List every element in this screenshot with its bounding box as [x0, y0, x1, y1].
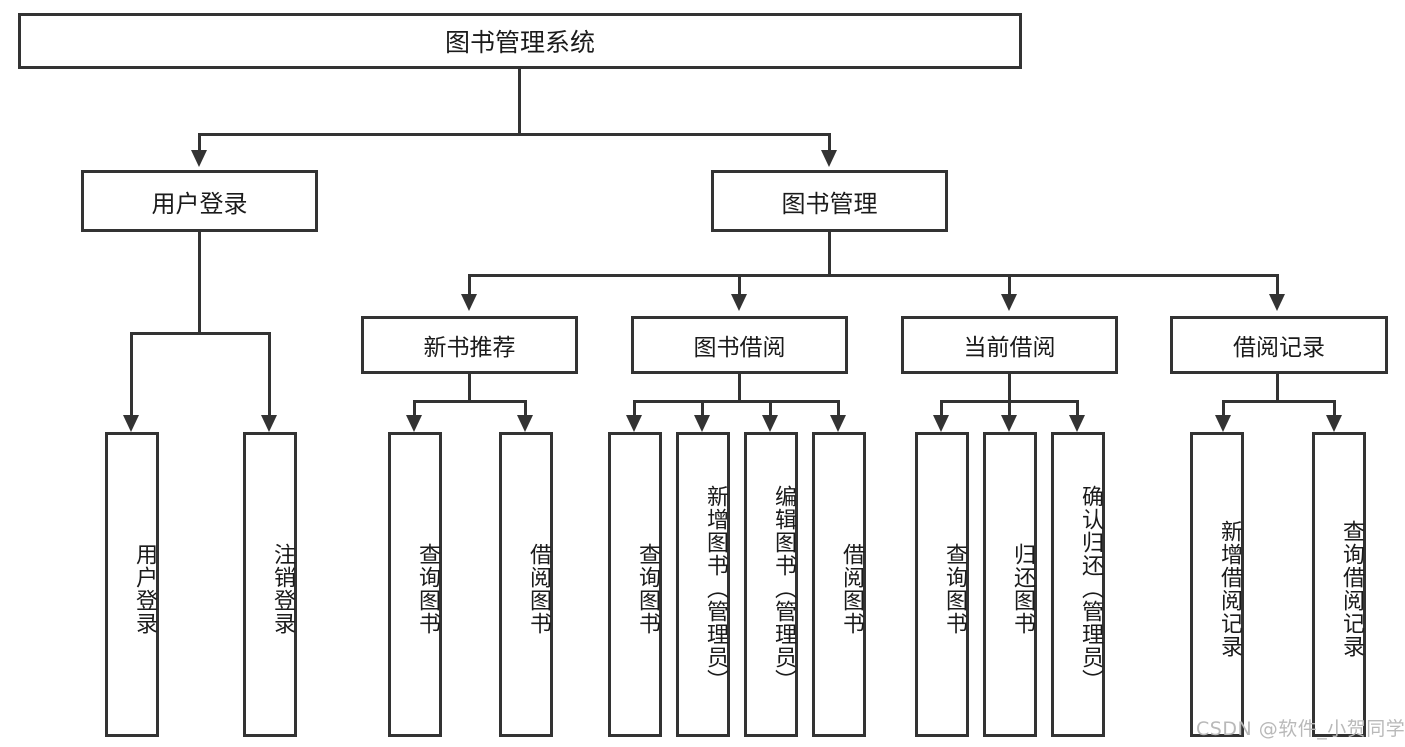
node-current-borrow[interactable]: 当前借阅 [901, 316, 1118, 374]
node-label: 编辑图书（管理员） [771, 485, 796, 692]
node-label: 图书管理 [781, 189, 878, 218]
arrowhead-leaf-return-book [1001, 415, 1017, 432]
arrowhead-leaf-logout [261, 415, 277, 432]
arrowhead-leaf-query-book-3 [933, 415, 949, 432]
arrowhead-leaf-borrow-book-2 [830, 415, 846, 432]
arrowhead-leaf-edit-book [762, 415, 778, 432]
connector-br-stem [1276, 374, 1279, 402]
connector-bb-stem [738, 374, 741, 402]
node-label: 查询图书 [942, 542, 967, 635]
connector-br-bus [1222, 400, 1336, 403]
connector-bb-drop-3 [769, 400, 772, 417]
arrowhead-book-manage [821, 150, 837, 167]
node-label: 归还图书 [1010, 542, 1035, 635]
connector-cb-drop-1 [940, 400, 943, 417]
connector-nbr-drop-2 [524, 400, 527, 417]
leaf-confirm-return[interactable]: 确认归还（管理员） [1051, 432, 1105, 737]
leaf-borrow-book[interactable]: 借阅图书 [812, 432, 866, 737]
node-label: 用户登录 [151, 189, 248, 218]
node-label: 图书借阅 [693, 335, 786, 361]
node-label: 图书管理系统 [444, 28, 595, 57]
node-label: 新书推荐 [423, 335, 516, 361]
node-label: 查询图书 [415, 542, 440, 635]
arrowhead-leaf-add-book [694, 415, 710, 432]
node-label: 用户登录 [132, 542, 157, 635]
node-label: 确认归还（管理员） [1078, 485, 1103, 692]
connector-root-bus [198, 133, 831, 136]
node-label: 查询借阅记录 [1339, 519, 1364, 658]
connector-bb-drop-4 [837, 400, 840, 417]
arrowhead-leaf-borrow-book-1 [517, 415, 533, 432]
leaf-query-borrow-record[interactable]: 查询借阅记录 [1312, 432, 1366, 737]
arrowhead-leaf-query-book-1 [406, 415, 422, 432]
leaf-logout[interactable]: 注销登录 [243, 432, 297, 737]
node-label: 新增借阅记录 [1217, 519, 1242, 658]
connector-cb-drop-3 [1076, 400, 1079, 417]
arrowhead-leaf-add-record [1215, 415, 1231, 432]
arrowhead-leaf-query-record [1326, 415, 1342, 432]
csdn-watermark: CSDN @软件_小贺同学 [1196, 718, 1405, 740]
connector-bm-drop-borrow-record [1276, 274, 1279, 296]
connector-cb-stem [1008, 374, 1011, 402]
leaf-edit-book[interactable]: 编辑图书（管理员） [744, 432, 798, 737]
connector-user-login-drop-1 [130, 332, 133, 417]
connector-user-login-bus [130, 332, 271, 335]
node-label: 借阅记录 [1233, 335, 1325, 361]
connector-bm-drop-new-book [468, 274, 471, 296]
leaf-add-book[interactable]: 新增图书（管理员） [676, 432, 730, 737]
connector-root-to-user-login [198, 133, 201, 152]
node-book-manage[interactable]: 图书管理 [711, 170, 948, 232]
connector-book-manage-bus [468, 274, 1279, 277]
node-label: 注销登录 [270, 542, 295, 635]
arrowhead-new-book-recommend [461, 294, 477, 311]
connector-root-stem [518, 69, 521, 134]
node-book-borrow[interactable]: 图书借阅 [631, 316, 848, 374]
node-new-book-recommend[interactable]: 新书推荐 [361, 316, 578, 374]
connector-user-login-drop-2 [268, 332, 271, 417]
connector-book-manage-stem [828, 232, 831, 276]
connector-bb-bus [633, 400, 839, 403]
arrowhead-leaf-query-book-2 [626, 415, 642, 432]
connector-root-to-book-manage [828, 133, 831, 152]
arrowhead-leaf-confirm-return [1069, 415, 1085, 432]
arrowhead-leaf-user-login [123, 415, 139, 432]
connector-bb-drop-1 [633, 400, 636, 417]
connector-br-drop-1 [1222, 400, 1225, 417]
leaf-query-book-current[interactable]: 查询图书 [915, 432, 969, 737]
connector-user-login-stem [198, 232, 201, 334]
arrowhead-book-borrow [731, 294, 747, 311]
node-root-system[interactable]: 图书管理系统 [18, 13, 1022, 69]
leaf-query-book-borrow[interactable]: 查询图书 [608, 432, 662, 737]
connector-br-drop-2 [1333, 400, 1336, 417]
connector-bb-drop-2 [701, 400, 704, 417]
node-borrow-record[interactable]: 借阅记录 [1170, 316, 1388, 374]
arrowhead-borrow-record [1269, 294, 1285, 311]
node-label: 查询图书 [635, 542, 660, 635]
leaf-user-login[interactable]: 用户登录 [105, 432, 159, 737]
node-label: 新增图书（管理员） [703, 485, 728, 692]
connector-nbr-drop-1 [413, 400, 416, 417]
node-user-login[interactable]: 用户登录 [81, 170, 318, 232]
arrowhead-user-login [191, 150, 207, 167]
leaf-borrow-book-recommend[interactable]: 借阅图书 [499, 432, 553, 737]
arrowhead-current-borrow [1001, 294, 1017, 311]
node-label: 借阅图书 [526, 542, 551, 635]
leaf-add-borrow-record[interactable]: 新增借阅记录 [1190, 432, 1244, 737]
node-label: 借阅图书 [839, 542, 864, 635]
connector-nbr-stem [468, 374, 471, 402]
leaf-query-book-recommend[interactable]: 查询图书 [388, 432, 442, 737]
connector-bm-drop-book-borrow [738, 274, 741, 296]
connector-cb-drop-2 [1008, 400, 1011, 417]
leaf-return-book[interactable]: 归还图书 [983, 432, 1037, 737]
connector-bm-drop-current-borrow [1008, 274, 1011, 296]
node-label: 当前借阅 [963, 335, 1056, 361]
connector-nbr-bus [413, 400, 527, 403]
